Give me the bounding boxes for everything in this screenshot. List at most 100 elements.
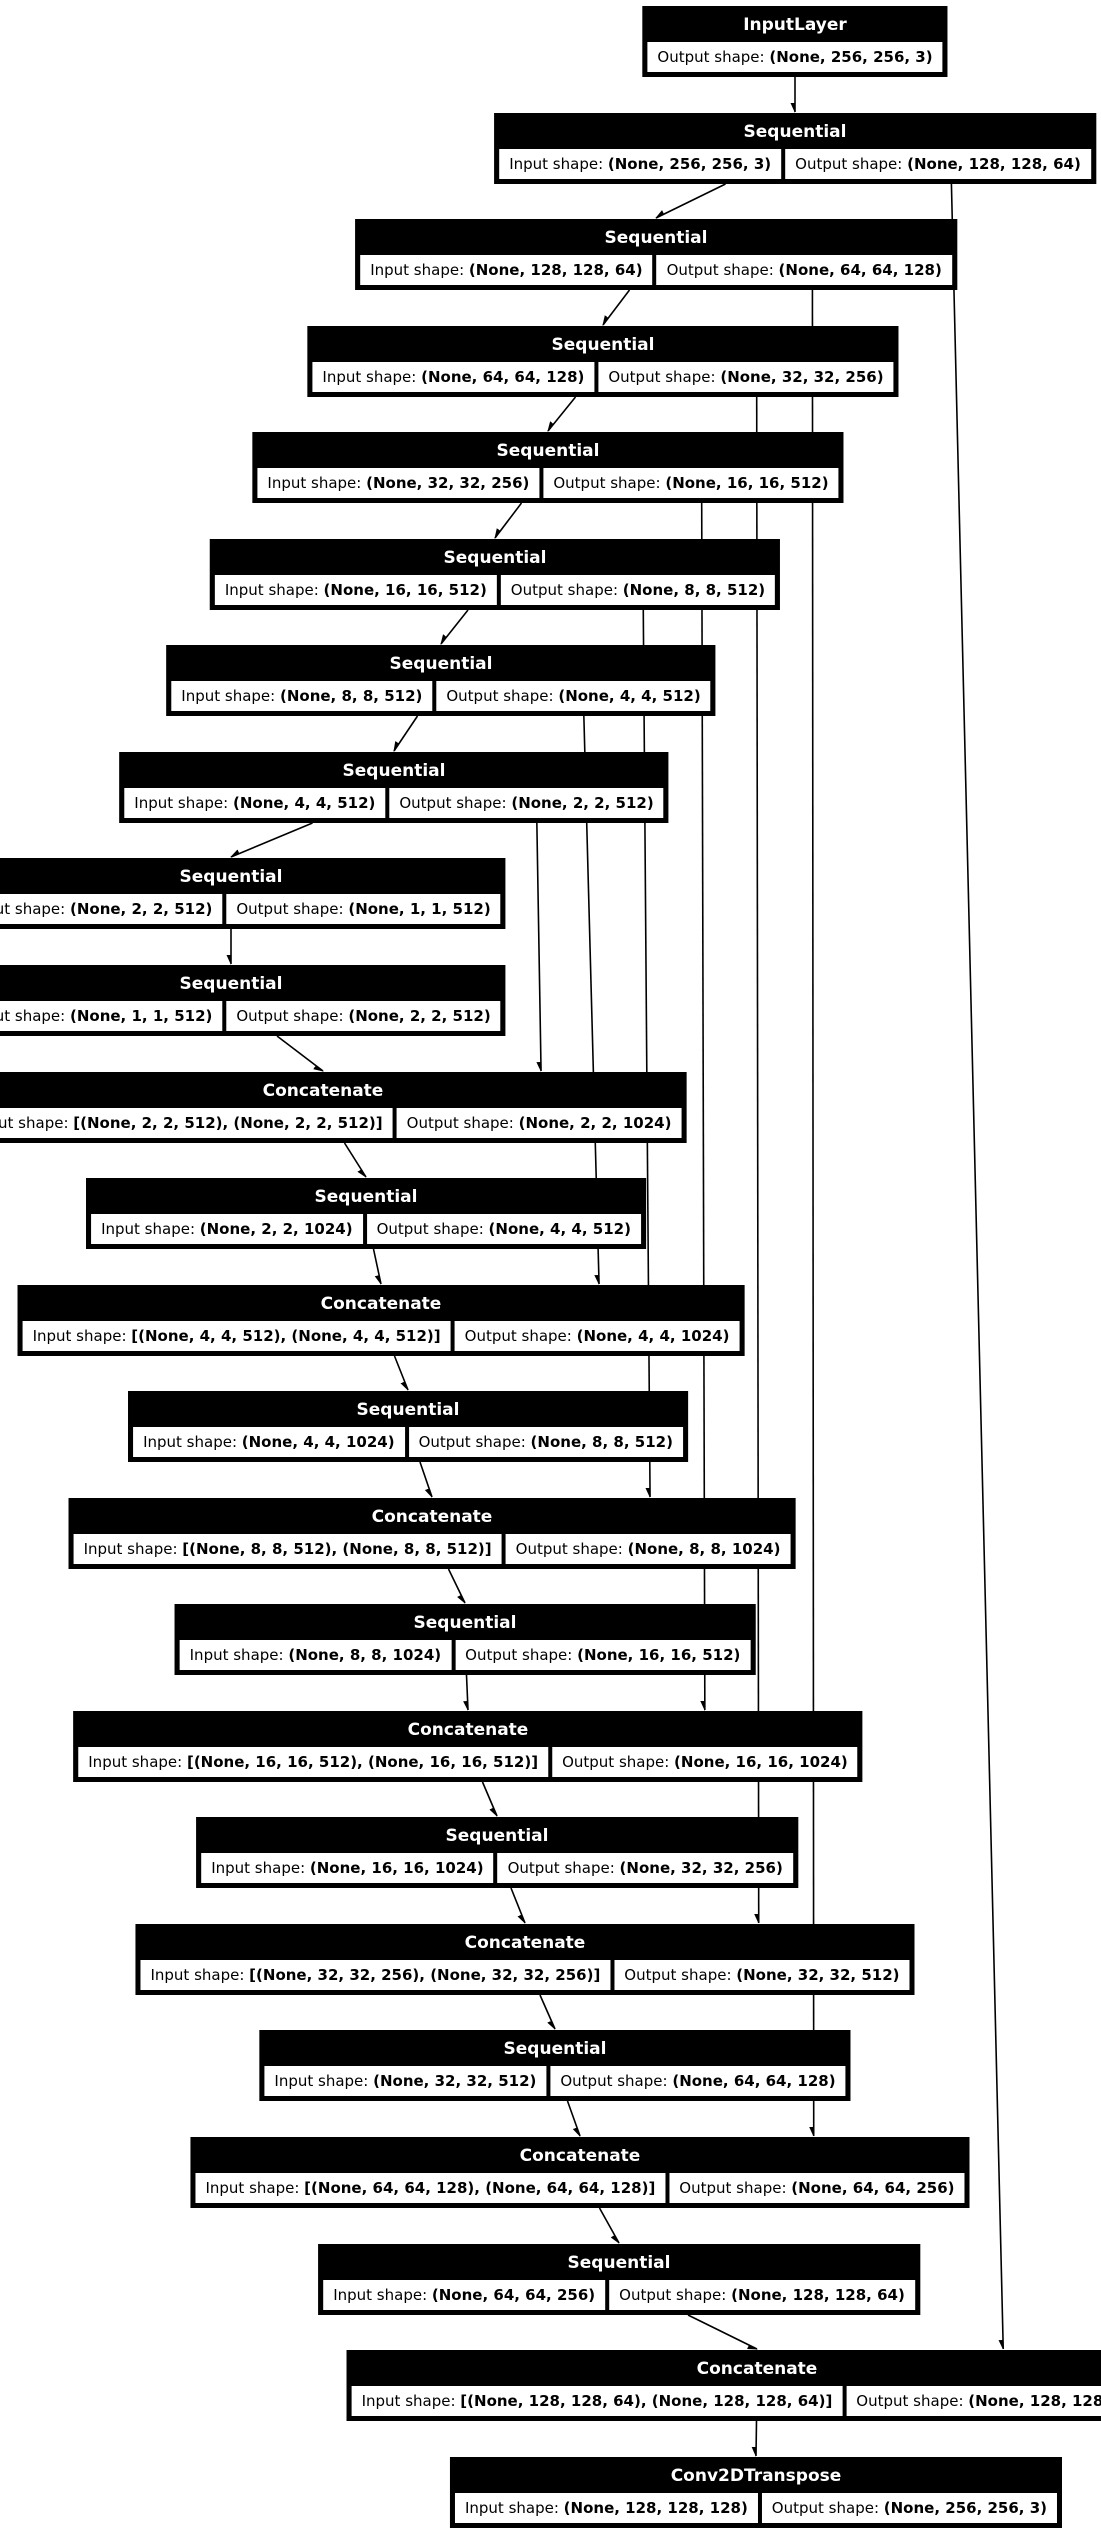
shape-label: Input shape: bbox=[464, 2499, 564, 2517]
flow-edge bbox=[756, 2420, 758, 2456]
shape-label: Output shape: bbox=[679, 2179, 792, 2197]
output-shape-cell: Output shape: (None, 16, 16, 512) bbox=[455, 1640, 751, 1670]
shape-value: (None, 64, 64, 128) bbox=[421, 368, 585, 386]
output-shape-cell: Output shape: (None, 1, 1, 512) bbox=[226, 894, 501, 924]
node-title: Sequential bbox=[413, 1613, 517, 1633]
shape-value: (None, 32, 32, 512) bbox=[373, 2072, 537, 2090]
node-title: Sequential bbox=[503, 2039, 607, 2059]
shape-value: (None, 2, 2, 512) bbox=[69, 900, 213, 918]
shape-label: Input shape: bbox=[181, 687, 280, 705]
output-shape-cell: Output shape: (None, 128, 128, 64) bbox=[609, 2280, 915, 2310]
flow-edge bbox=[231, 822, 313, 858]
node-title: Sequential bbox=[314, 1187, 418, 1207]
shape-value: (None, 64, 64, 256) bbox=[791, 2179, 955, 2197]
input-shape-cell: Input shape: (None, 8, 8, 512) bbox=[171, 681, 433, 711]
shape-label: Output shape: bbox=[465, 1646, 578, 1664]
shape-value: [(None, 16, 16, 512), (None, 16, 16, 512… bbox=[186, 1753, 539, 1771]
shape-value: (None, 256, 256, 3) bbox=[883, 2499, 1048, 2517]
shape-value: (None, 4, 4, 1024) bbox=[576, 1327, 730, 1345]
shape-value: (None, 8, 8, 512) bbox=[622, 581, 766, 599]
output-shape-cell: Output shape: (None, 4, 4, 512) bbox=[436, 681, 711, 711]
output-shape-cell: Output shape: (None, 32, 32, 512) bbox=[614, 1960, 910, 1990]
shape-value: (None, 4, 4, 512) bbox=[488, 1220, 631, 1238]
input-shape-cell: Input shape: [(None, 32, 32, 256), (None… bbox=[140, 1960, 611, 1990]
node-title: Sequential bbox=[567, 2253, 671, 2273]
shape-value: (None, 128, 128, 128) bbox=[563, 2499, 748, 2517]
input-shape-cell: Input shape: (None, 32, 32, 256) bbox=[257, 468, 540, 498]
input-shape-cell: Input shape: [(None, 16, 16, 512), (None… bbox=[78, 1747, 549, 1777]
output-shape-cell: Output shape: (None, 32, 32, 256) bbox=[598, 362, 894, 392]
shape-label: Input shape: bbox=[509, 155, 608, 173]
shape-value: (None, 8, 8, 512) bbox=[530, 1433, 673, 1451]
output-shape-cell: Output shape: (None, 128, 128, 64) bbox=[785, 149, 1091, 179]
node-title: Concatenate bbox=[371, 1507, 493, 1527]
shape-label: Input shape: bbox=[134, 794, 233, 812]
shape-value: (None, 16, 16, 1024) bbox=[674, 1753, 848, 1771]
shape-label: Output shape: bbox=[446, 687, 559, 705]
flow-edge bbox=[343, 1142, 367, 1177]
node-title: Concatenate bbox=[696, 2359, 818, 2379]
shape-label: Output shape: bbox=[856, 2392, 969, 2410]
input-shape-cell: Input shape: [(None, 128, 128, 64), (Non… bbox=[351, 2386, 843, 2416]
node-shape-row: Input shape: (None, 8, 8, 512)Output sha… bbox=[171, 681, 711, 711]
node-shape-row: Input shape: [(None, 16, 16, 512), (None… bbox=[78, 1747, 858, 1777]
shape-value: (None, 128, 128, 64) bbox=[468, 261, 643, 279]
shape-value: [(None, 32, 32, 256), (None, 32, 32, 256… bbox=[249, 1966, 601, 1984]
shape-label: Output shape: bbox=[553, 474, 666, 492]
shape-value: (None, 32, 32, 512) bbox=[736, 1966, 900, 1984]
input-shape-cell: Input shape: (None, 4, 4, 1024) bbox=[133, 1427, 405, 1457]
shape-label: Output shape: bbox=[236, 1007, 349, 1025]
input-shape-cell: Input shape: [(None, 8, 8, 512), (None, … bbox=[73, 1534, 502, 1564]
skip-connection-edge bbox=[642, 609, 651, 1497]
shape-label: Output shape: bbox=[795, 155, 908, 173]
input-shape-cell: Input shape: (None, 2, 2, 512) bbox=[0, 894, 223, 924]
shape-value: (None, 8, 8, 512) bbox=[279, 687, 423, 705]
shape-value: (None, 32, 32, 256) bbox=[619, 1859, 783, 1877]
shape-label: Input shape: bbox=[224, 581, 324, 599]
input-shape-cell: Input shape: (None, 64, 64, 128) bbox=[312, 362, 595, 392]
node-title: InputLayer bbox=[743, 15, 847, 35]
shape-label: Input shape: bbox=[370, 261, 469, 279]
shape-label: Input shape: bbox=[101, 1220, 200, 1238]
output-shape-cell: Output shape: (None, 8, 8, 1024) bbox=[505, 1534, 791, 1564]
flow-edge bbox=[481, 1781, 498, 1816]
shape-label: Input shape: bbox=[83, 1540, 183, 1558]
node-shape-row: Output shape: (None, 256, 256, 3) bbox=[647, 42, 943, 72]
node-title: Sequential bbox=[179, 867, 283, 887]
shape-value: (None, 4, 4, 512) bbox=[232, 794, 376, 812]
shape-label: Output shape: bbox=[666, 261, 779, 279]
flow-edge bbox=[372, 1248, 382, 1284]
node-title: Sequential bbox=[445, 1826, 549, 1846]
flow-edge bbox=[447, 1568, 466, 1603]
shape-label: Input shape: bbox=[333, 2286, 432, 2304]
input-shape-cell: Input shape: (None, 4, 4, 512) bbox=[124, 788, 386, 818]
shape-value: (None, 256, 256, 3) bbox=[607, 155, 772, 173]
shape-label: Output shape: bbox=[608, 368, 721, 386]
input-shape-cell: Input shape: (None, 1, 1, 512) bbox=[0, 1001, 223, 1031]
shape-label: Input shape: bbox=[0, 900, 66, 918]
node-title: Sequential bbox=[443, 548, 547, 568]
node-title: Concatenate bbox=[320, 1294, 442, 1314]
node-shape-row: Input shape: [(None, 128, 128, 64), (Non… bbox=[351, 2386, 1101, 2416]
node-shape-row: Input shape: [(None, 4, 4, 512), (None, … bbox=[22, 1321, 740, 1351]
flow-edge bbox=[602, 289, 631, 325]
node-shape-row: Input shape: (None, 64, 64, 128)Output s… bbox=[312, 362, 894, 392]
node-shape-row: Input shape: (None, 128, 128, 128) Output… bbox=[454, 2493, 1058, 2523]
shape-label: Input shape: bbox=[0, 1114, 69, 1132]
output-shape-cell: Output shape: (None, 4, 4, 512) bbox=[366, 1214, 641, 1244]
shape-label: Output shape: bbox=[236, 900, 349, 918]
shape-value: [(None, 2, 2, 512), (None, 2, 2, 512)] bbox=[73, 1114, 383, 1132]
output-shape-cell: Output shape: (None, 4, 4, 1024) bbox=[454, 1321, 740, 1351]
node-shape-row: Input shape: [(None, 64, 64, 128), (None… bbox=[195, 2173, 965, 2203]
shape-label: Output shape: bbox=[771, 2499, 884, 2517]
skip-connection-edge bbox=[757, 396, 760, 1923]
shape-value: (None, 2, 2, 512) bbox=[348, 1007, 491, 1025]
shape-label: Input shape: bbox=[361, 2392, 461, 2410]
